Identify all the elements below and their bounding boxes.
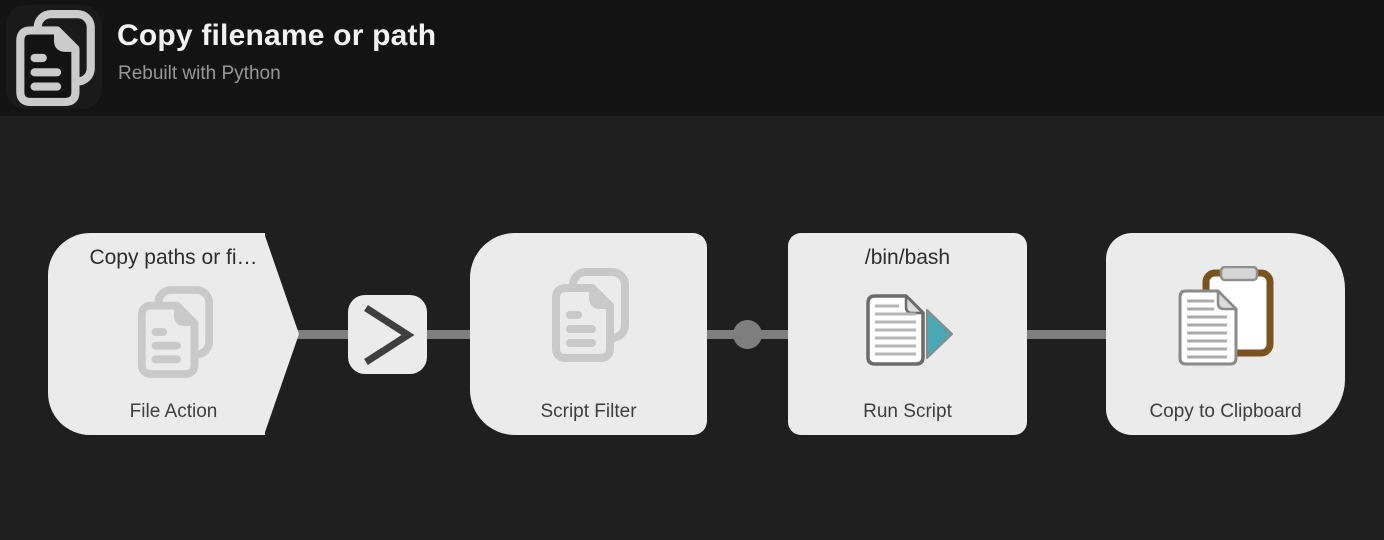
node-copy-to-clipboard-label: Copy to Clipboard <box>1149 401 1302 422</box>
copy-documents-icon <box>133 284 215 380</box>
connection-chevron-to-script-filter[interactable] <box>427 330 471 339</box>
workflow-header: Copy filename or path Rebuilt with Pytho… <box>0 0 1384 116</box>
node-run-script-label: Run Script <box>863 401 952 422</box>
node-chevron-connector[interactable] <box>348 295 427 374</box>
connection-midpoint-dot[interactable] <box>733 320 762 349</box>
clipboard-document-icon <box>1178 266 1274 366</box>
workflow-canvas[interactable]: Copy paths or fi… File Action Script Fil… <box>0 116 1384 540</box>
node-copy-to-clipboard[interactable]: Copy to Clipboard <box>1106 233 1345 435</box>
node-file-action-config-label: Copy paths or fi… <box>89 246 258 269</box>
copy-documents-icon <box>547 266 631 364</box>
node-file-action[interactable]: Copy paths or fi… File Action <box>48 233 299 435</box>
connection-file-action-to-chevron[interactable] <box>296 330 349 339</box>
node-run-script[interactable]: /bin/bash Run Script <box>788 233 1027 435</box>
script-run-icon <box>861 293 955 367</box>
node-run-script-shell-label: /bin/bash <box>864 246 951 269</box>
chevron-right-icon <box>364 305 415 365</box>
node-script-filter[interactable]: Script Filter <box>470 233 707 435</box>
workflow-subtitle: Rebuilt with Python <box>118 63 281 84</box>
node-file-action-label: File Action <box>129 401 218 422</box>
node-script-filter-label: Script Filter <box>540 401 637 422</box>
workflow-title: Copy filename or path <box>117 19 437 52</box>
connection-run-script-to-clipboard[interactable] <box>1026 330 1108 339</box>
copy-documents-icon <box>11 9 97 107</box>
